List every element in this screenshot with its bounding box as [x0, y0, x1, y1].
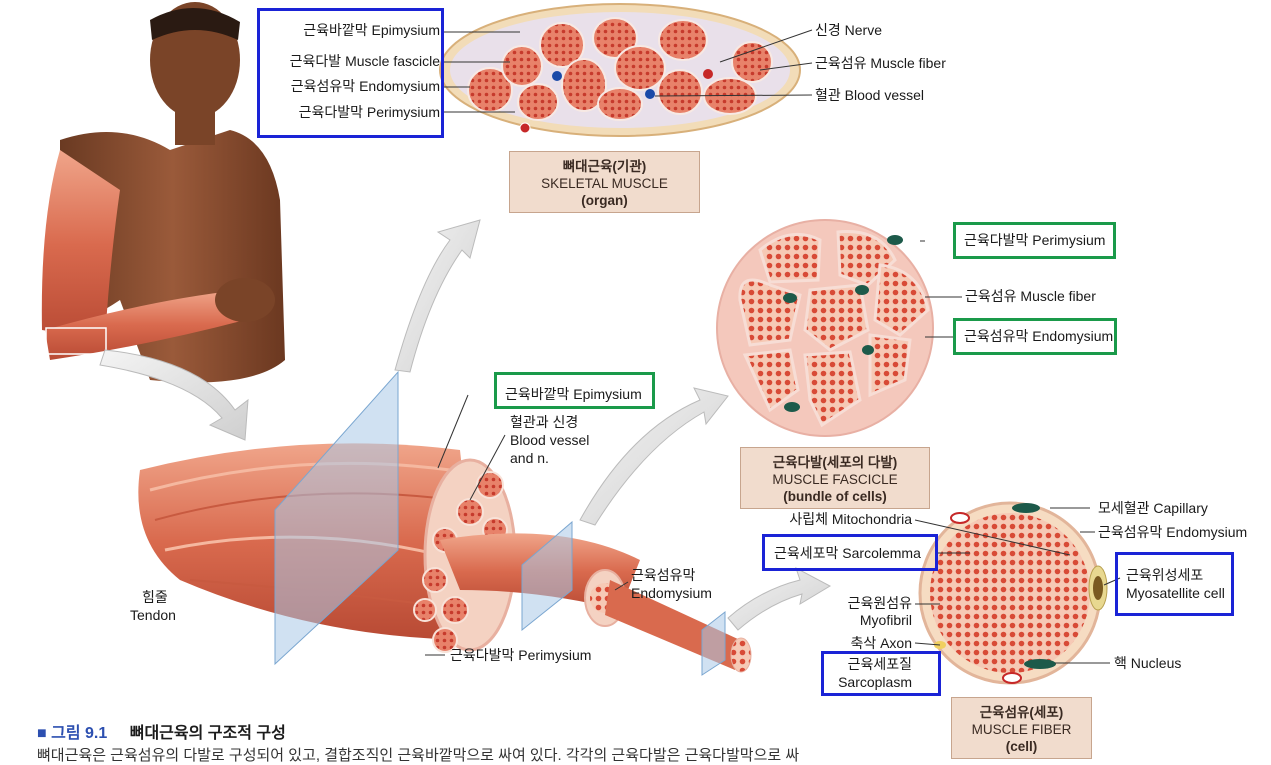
- label-vessel-nerve-3: and n.: [510, 450, 549, 467]
- caption-skeletal-en: SKELETAL MUSCLE: [510, 175, 699, 192]
- label-epimysium-middle: 근육바깥막 Epimysium: [505, 386, 642, 403]
- skeletal-muscle-cross-section: [440, 4, 800, 136]
- label-satellite-en: Myosatellite cell: [1126, 585, 1225, 602]
- label-vessel-nerve-1: 혈관과 신경: [510, 414, 578, 431]
- label-epimysium-top: 근육바깥막 Epimysium: [260, 22, 440, 39]
- label-muscle-fiber-fascicle: 근육섬유 Muscle fiber: [965, 288, 1096, 305]
- muscle-bundle: [138, 443, 751, 672]
- satellite-highlight-box: [1115, 552, 1234, 616]
- figure-body-text: 뼈대근육은 근육섬유의 다발로 구성되어 있고, 결합조직인 근육바깥막으로 싸…: [37, 744, 799, 765]
- muscle-fiber-cross-section: [920, 503, 1107, 683]
- figure-marker: ■: [37, 725, 47, 742]
- person-figure: [42, 2, 285, 383]
- label-perimysium-middle: 근육다발막 Perimysium: [450, 647, 591, 664]
- label-vessel-nerve-2: Blood vessel: [510, 432, 589, 449]
- label-blood-vessel: 혈관 Blood vessel: [815, 87, 924, 104]
- caption-skeletal-muscle: 뼈대근육(기관) SKELETAL MUSCLE (organ): [509, 151, 700, 213]
- label-sarcoplasm-ko: 근육세포질: [822, 656, 912, 673]
- label-mitochondria: 사립체 Mitochondria: [760, 511, 912, 528]
- label-perimysium-fascicle: 근육다발막 Perimysium: [964, 232, 1105, 249]
- label-nerve: 신경 Nerve: [815, 22, 882, 39]
- label-sarcoplasm-en: Sarcoplasm: [822, 674, 912, 691]
- label-myofibril-ko: 근육원섬유: [812, 595, 912, 612]
- caption-skeletal-ko: 뼈대근육(기관): [510, 158, 699, 175]
- caption-fascicle-sub: (bundle of cells): [741, 488, 929, 505]
- label-sarcolemma: 근육세포막 Sarcolemma: [774, 545, 921, 562]
- label-capillary: 모세혈관 Capillary: [1098, 500, 1208, 517]
- caption-fascicle-en: MUSCLE FASCICLE: [741, 471, 929, 488]
- label-nucleus: 핵 Nucleus: [1114, 655, 1181, 672]
- label-endomysium-top: 근육섬유막 Endomysium: [260, 78, 440, 95]
- label-tendon-ko: 힘줄: [142, 589, 168, 606]
- label-satellite-ko: 근육위성세포: [1126, 567, 1203, 584]
- caption-fascicle-ko: 근육다발(세포의 다발): [741, 454, 929, 471]
- figure-number: 그림 9.1: [51, 725, 107, 742]
- figure-title: ■ 그림 9.1 뼈대근육의 구조적 구성: [37, 719, 286, 743]
- caption-fiber-en: MUSCLE FIBER: [952, 721, 1091, 738]
- caption-fiber-sub: (cell): [952, 738, 1091, 755]
- fascicle-cross-section: [717, 220, 933, 436]
- figure-title-text: 뼈대근육의 구조적 구성: [130, 725, 286, 742]
- label-endomysium-middle-ko: 근육섬유막: [631, 567, 695, 584]
- caption-fascicle: 근육다발(세포의 다발) MUSCLE FASCICLE (bundle of …: [740, 447, 930, 509]
- caption-skeletal-sub: (organ): [510, 192, 699, 209]
- label-tendon-en: Tendon: [130, 607, 176, 624]
- label-fascicle-top: 근육다발 Muscle fascicle: [260, 53, 440, 70]
- caption-fiber-ko: 근육섬유(세포): [952, 704, 1091, 721]
- label-muscle-fiber-top: 근육섬유 Muscle fiber: [815, 55, 946, 72]
- label-myofibril-en: Myofibril: [812, 612, 912, 629]
- label-axon: 축삭 Axon: [812, 635, 912, 652]
- label-endomysium-middle-en: Endomysium: [631, 585, 712, 602]
- label-endomysium-fiber: 근육섬유막 Endomysium: [1098, 524, 1247, 541]
- label-endomysium-fascicle: 근육섬유막 Endomysium: [964, 328, 1113, 345]
- caption-muscle-fiber: 근육섬유(세포) MUSCLE FIBER (cell): [951, 697, 1092, 759]
- label-perimysium-top: 근육다발막 Perimysium: [260, 104, 440, 121]
